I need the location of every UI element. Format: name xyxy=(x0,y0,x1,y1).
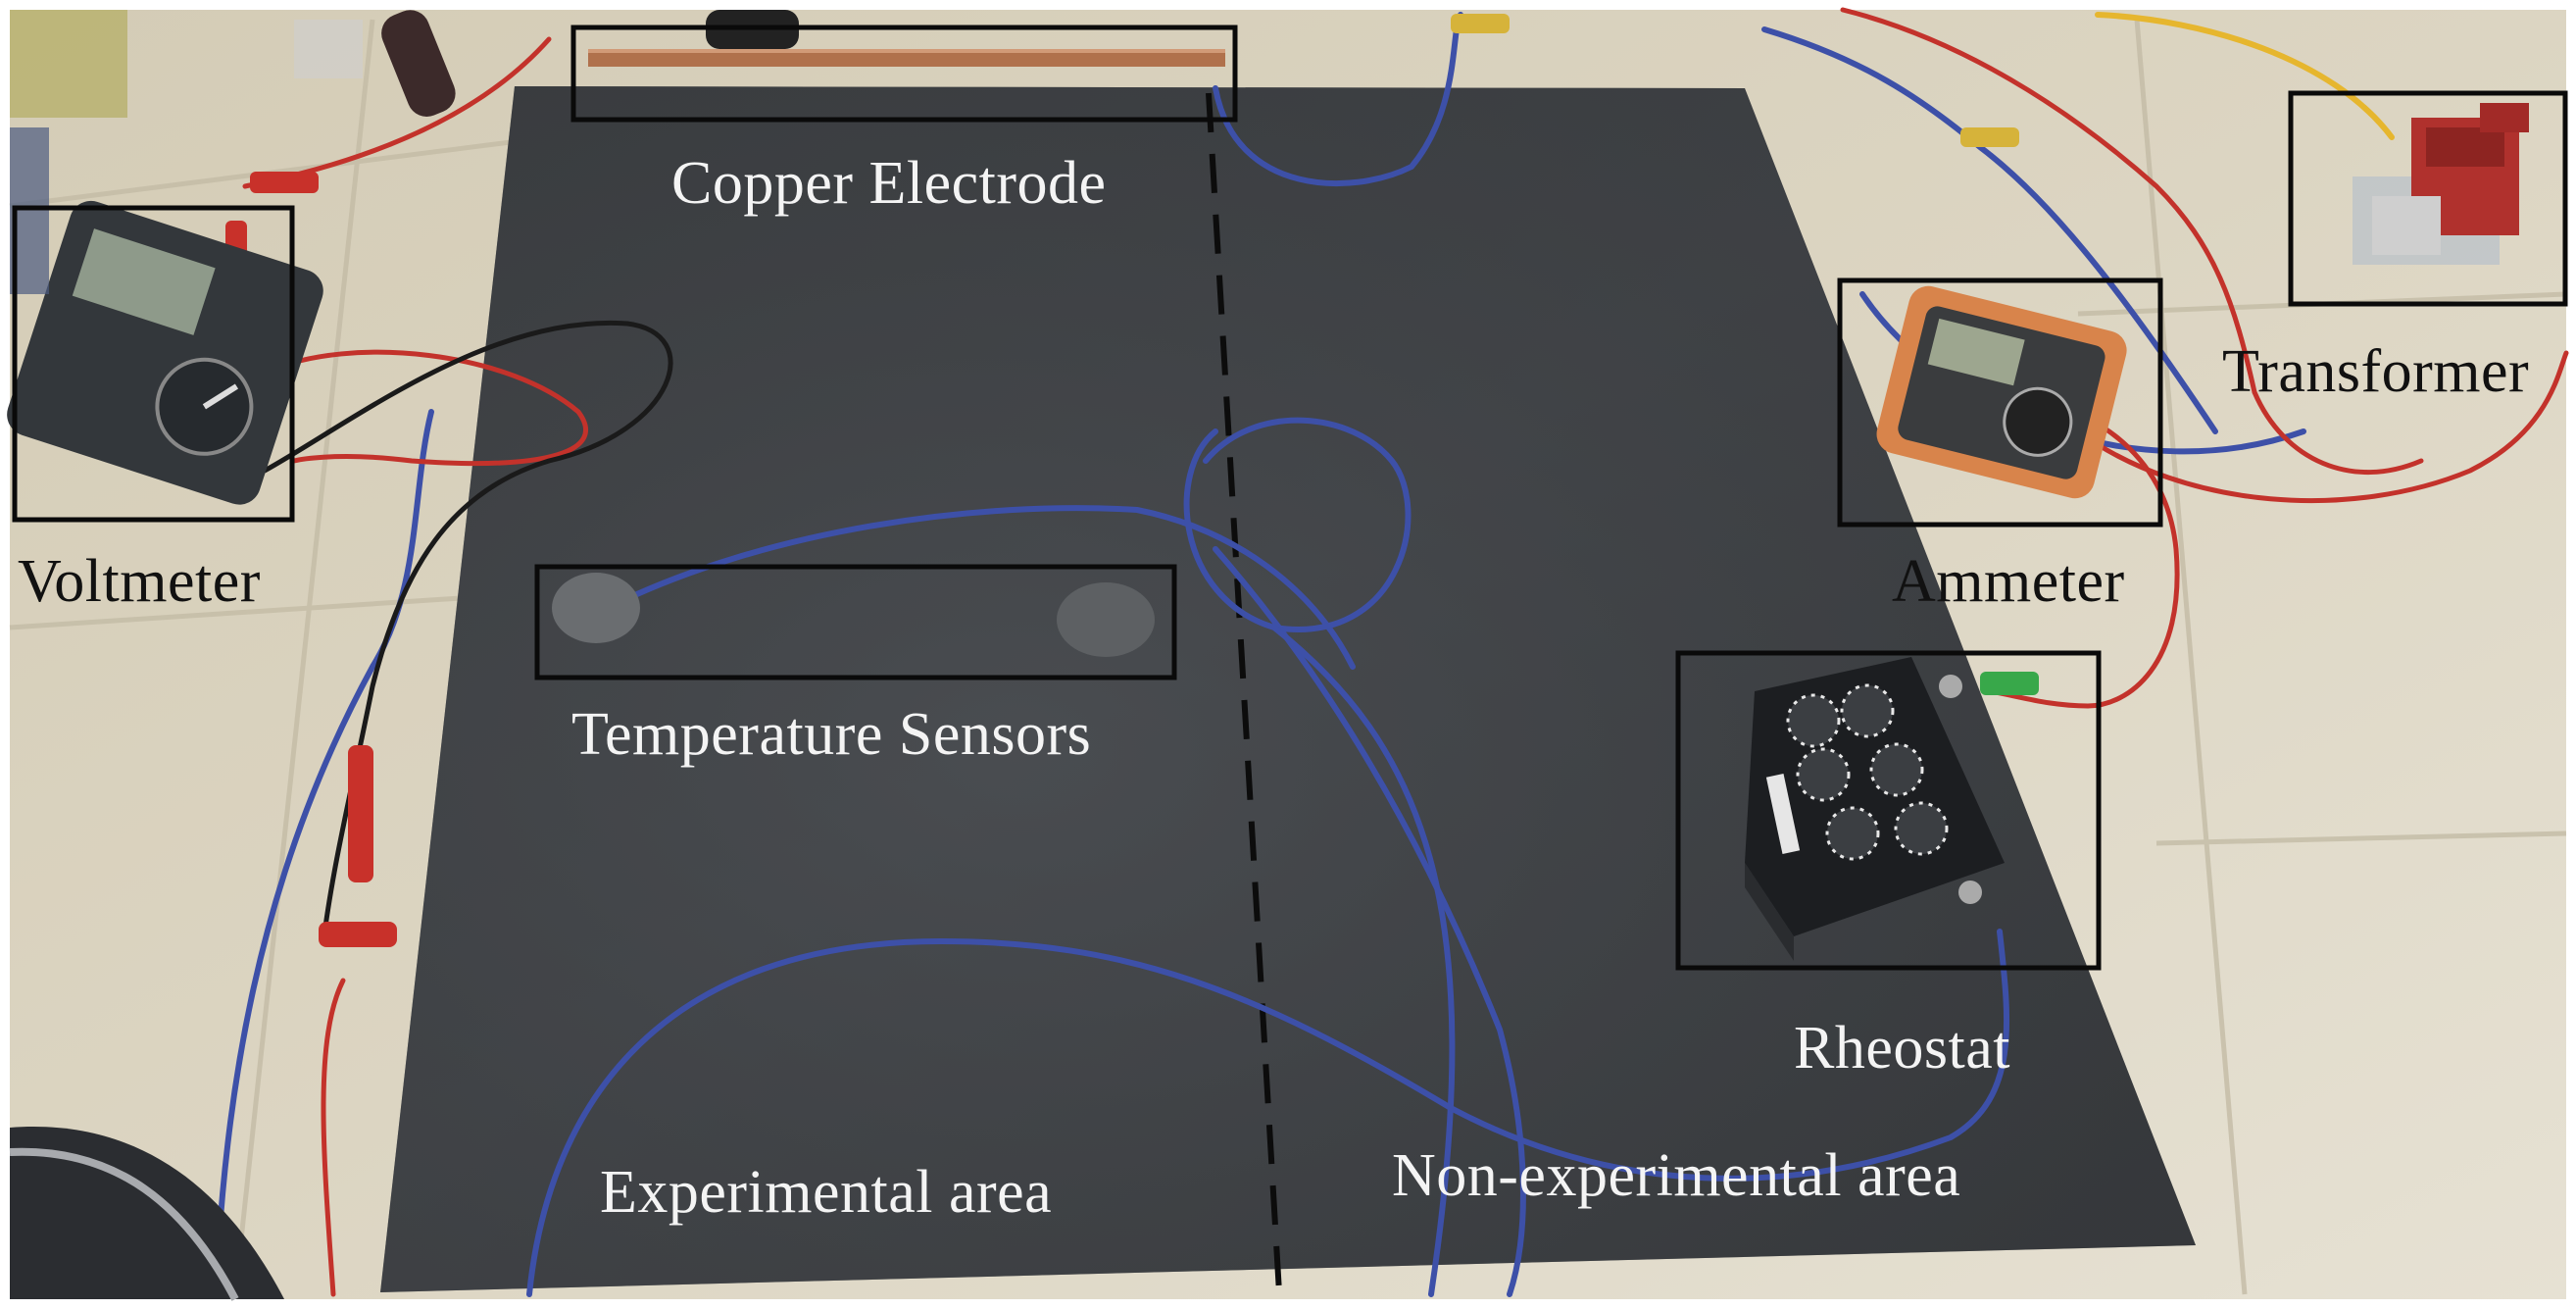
temperature-sensor-blobs xyxy=(552,573,1155,657)
voltmeter-box xyxy=(12,205,295,523)
copper-electrode-label: Copper Electrode xyxy=(671,150,1107,217)
ammeter-label: Ammeter xyxy=(1892,548,2125,615)
ammeter-box xyxy=(1837,277,2163,528)
ammeter-device xyxy=(1876,285,2127,499)
bench-clutter xyxy=(10,10,456,118)
area-divider-line xyxy=(1206,92,1282,1293)
chair-base xyxy=(9,1127,284,1301)
cables xyxy=(213,7,2569,1297)
copper-electrode-box xyxy=(570,25,1238,123)
rheostat-box xyxy=(1675,650,2102,971)
temperature-sensors-label: Temperature Sensors xyxy=(571,701,1092,768)
test-clips xyxy=(225,14,2039,947)
non-experimental-area-label: Non-experimental area xyxy=(1392,1142,1961,1209)
rheostat-label: Rheostat xyxy=(1794,1015,2010,1082)
temperature-sensors-box xyxy=(534,564,1177,680)
transformer-box xyxy=(2288,90,2568,307)
annotation-boxes xyxy=(12,25,2568,971)
rheostat-device xyxy=(1745,657,2005,961)
transformer-label: Transformer xyxy=(2222,338,2530,405)
voltmeter-device xyxy=(7,200,323,505)
black-mat xyxy=(380,86,2196,1292)
transformer-device xyxy=(2353,103,2529,265)
voltmeter-label: Voltmeter xyxy=(18,548,261,615)
experimental-area-label: Experimental area xyxy=(600,1159,1053,1226)
